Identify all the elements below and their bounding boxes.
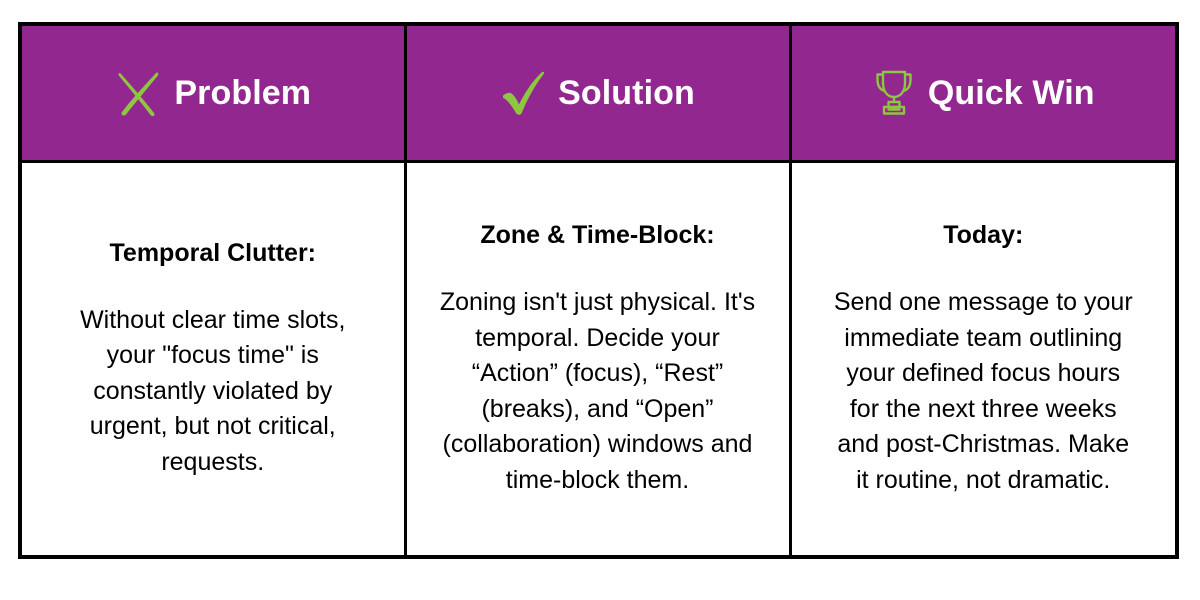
body-cell-solution: Zone & Time-Block: Zoning isn't just phy… [403,160,792,559]
check-mark-icon [500,68,546,118]
trophy-icon [872,67,916,119]
header-label-problem: Problem [174,74,312,112]
body-cell-problem: Temporal Clutter: Without clear time slo… [18,160,407,559]
cell-body-quick-win: Send one message to your immediate team … [833,288,1133,494]
problem-solution-quickwin-table: Problem Solution [18,22,1179,559]
header-cell-problem: Problem [18,22,407,163]
table-body-row: Temporal Clutter: Without clear time slo… [18,160,1179,559]
header-label-quick-win: Quick Win [927,74,1095,112]
cell-body-solution: Zoning isn't just physical. It's tempora… [439,288,756,494]
x-mark-icon [114,68,162,118]
cell-heading-problem: Temporal Clutter: [109,238,317,267]
table-header-row: Problem Solution [18,22,1179,163]
cell-body-problem: Without clear time slots, your "focus ti… [80,305,346,476]
header-cell-solution: Solution [403,22,792,163]
cell-heading-solution: Zone & Time-Block: [480,220,715,249]
header-label-solution: Solution [558,74,695,112]
cell-heading-quick-win: Today: [943,220,1024,249]
header-cell-quick-win: Quick Win [788,22,1179,163]
body-cell-quick-win: Today: Send one message to your immediat… [788,160,1179,559]
